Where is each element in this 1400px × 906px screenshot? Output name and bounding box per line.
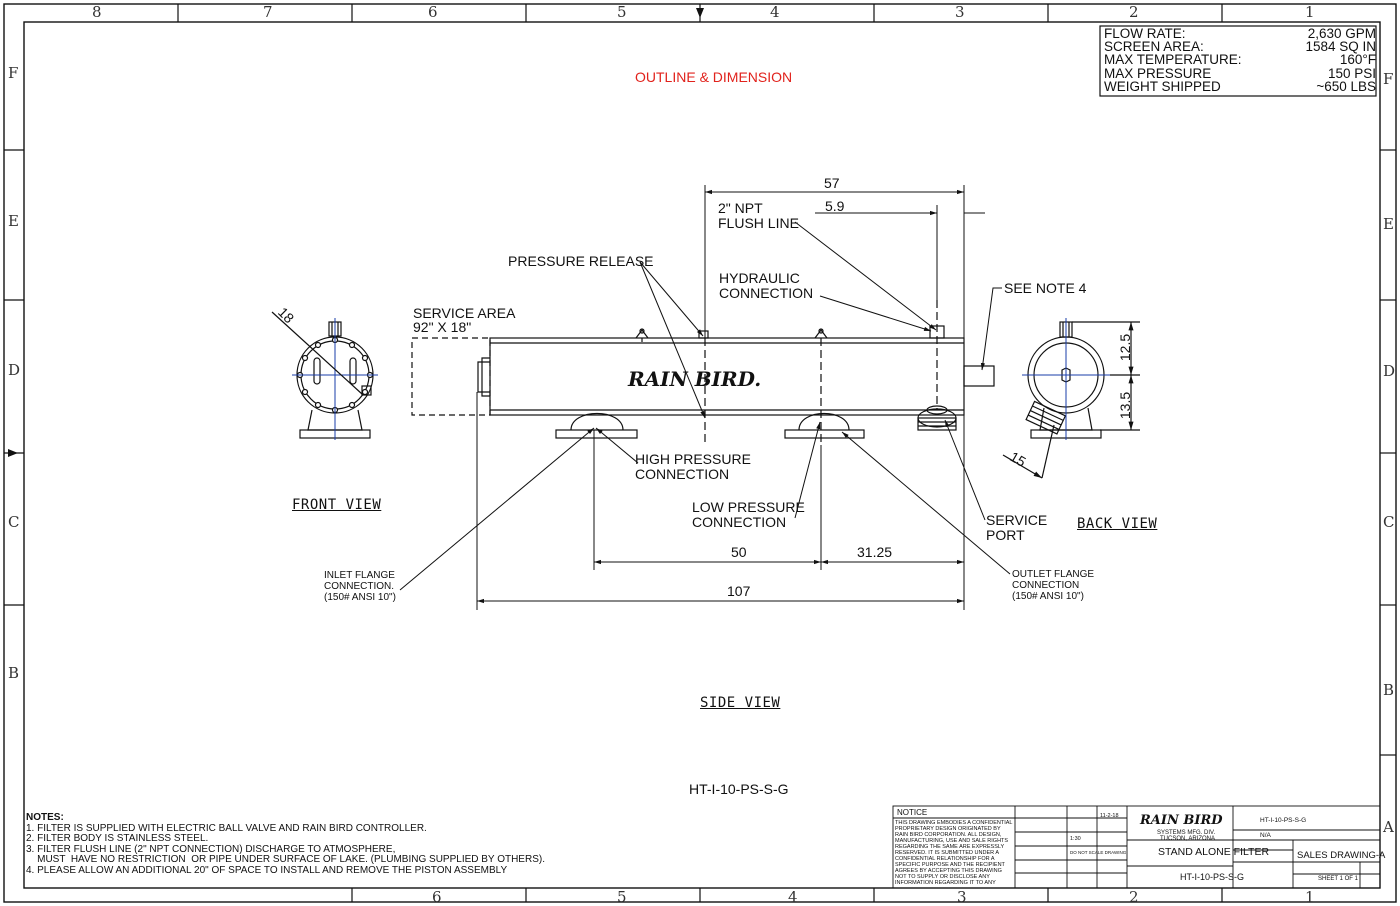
zone-top-4: 4 [770, 3, 780, 21]
callout-service-port-2: PORT [986, 527, 1025, 543]
zone-left-c: C [8, 513, 20, 531]
zone-bottom-1: 1 [1305, 888, 1315, 906]
title-block-grid [892, 805, 1381, 889]
view-title-side: SIDE VIEW [700, 695, 781, 711]
zone-top-1: 1 [1305, 3, 1315, 21]
callout-flush-line-2: FLUSH LINE [718, 215, 799, 231]
dim-5-9: 5.9 [825, 198, 845, 214]
front-view-drawing [271, 311, 378, 440]
spec-value-flow: 2,630 GPM [1307, 26, 1376, 41]
zone-bottom-3: 3 [957, 888, 967, 906]
callout-low-pressure-2: CONNECTION [692, 514, 787, 530]
notes-title: NOTES: [26, 812, 64, 823]
tb-title: STAND ALONE FILTER [1158, 846, 1270, 858]
callout-inlet-1: INLET FLANGE [324, 570, 395, 581]
callout-outlet-3: (150# ANSI 10") [1012, 591, 1084, 602]
tb-do-not-scale: DO NOT SCALE DRAWING [1070, 850, 1127, 855]
spec-value-weight: ~650 LBS [1316, 79, 1376, 94]
dim-13-5: 13.5 [1117, 391, 1134, 420]
zone-ticks [4, 4, 1396, 902]
center-marks [8, 8, 704, 457]
zone-right-c: C [1383, 513, 1395, 531]
zone-bottom-4: 4 [788, 888, 798, 906]
zone-top-6: 6 [428, 3, 438, 21]
spec-label-weight: WEIGHT SHIPPED [1104, 79, 1221, 94]
callout-flush-line-1: 2" NPT [718, 200, 763, 216]
callout-service-port-1: SERVICE [986, 512, 1048, 528]
callout-inlet-3: (150# ANSI 10") [324, 592, 396, 603]
callout-outlet-1: OUTLET FLANGE [1012, 569, 1095, 580]
callout-service-area-2: 92" X 18" [413, 319, 472, 335]
rain-bird-logo-titleblock: RAIN BIRD [1139, 813, 1223, 828]
tb-division-1: SYSTEMS MFG. DIV. [1157, 830, 1216, 836]
spec-value-pressure: 150 PSI [1327, 66, 1376, 81]
spec-value-temp: 160°F [1339, 52, 1376, 67]
zone-right-b: B [1383, 681, 1395, 699]
callout-service-area-1: SERVICE AREA [413, 305, 516, 321]
zone-top-7: 7 [263, 3, 273, 21]
dimension-lines [399, 185, 1011, 610]
zone-left-f: F [8, 64, 19, 82]
dim-50: 50 [731, 544, 747, 560]
zone-left-b: B [8, 664, 20, 682]
tb-date: 11-2-18 [1100, 813, 1119, 819]
callout-pressure-release: PRESSURE RELEASE [508, 253, 654, 269]
callout-inlet-2: CONNECTION. [324, 581, 394, 592]
note-3: 3. FILTER FLUSH LINE (2" NPT CONNECTION)… [26, 843, 396, 855]
callout-hydraulic-2: CONNECTION [719, 285, 814, 301]
zone-right-d: D [1383, 362, 1396, 380]
zone-bottom-6: 6 [432, 888, 442, 906]
tb-drawing-number: SALES DRAWING-A [1297, 850, 1386, 861]
zone-top-5: 5 [617, 3, 627, 21]
callout-see-note-4: SEE NOTE 4 [1004, 280, 1087, 296]
note-3-cont: MUST HAVE NO RESTRICTION OR PIPE UNDER S… [26, 854, 545, 866]
tb-division-2: TUCSON, ARIZONA [1160, 836, 1216, 842]
dim-57: 57 [824, 175, 840, 191]
zone-bottom-2: 2 [1129, 888, 1139, 906]
brand-logo-text: RAIN BIRD. [627, 367, 761, 391]
zone-bottom-5: 5 [617, 888, 627, 906]
tb-notice-text: THIS DRAWING EMBODIES A CONFIDENTIAL PRO… [895, 820, 1013, 886]
zone-left-d: D [8, 361, 21, 379]
spec-label-screen: SCREEN AREA: [1104, 39, 1204, 54]
dim-31-25: 31.25 [857, 544, 893, 560]
note-4: 4. PLEASE ALLOW AN ADDITIONAL 20" OF SPA… [26, 864, 508, 876]
zone-top-2: 2 [1129, 3, 1139, 21]
zone-left-e: E [8, 212, 19, 230]
dim-107: 107 [727, 583, 751, 599]
view-title-back: BACK VIEW [1077, 516, 1158, 532]
callout-low-pressure-1: LOW PRESSURE [692, 499, 805, 515]
tb-model: HT-I-10-PS-S-G [1180, 872, 1245, 882]
zone-top-8: 8 [92, 3, 102, 21]
tb-part-name: HT-I-10-PS-S-G [1260, 817, 1307, 824]
spec-label-temp: MAX TEMPERATURE: [1104, 52, 1242, 67]
spec-value-screen: 1584 SQ IN [1305, 39, 1376, 54]
note-1: 1. FILTER IS SUPPLIED WITH ELECTRIC BALL… [26, 822, 427, 834]
side-view-drawing [411, 300, 995, 445]
drawing-heading: OUTLINE & DIMENSION [635, 69, 793, 85]
zone-right-e: E [1383, 215, 1394, 233]
callout-high-pressure-1: HIGH PRESSURE [635, 451, 751, 467]
model-number-center: HT-I-10-PS-S-G [689, 781, 789, 797]
zone-right-a: A [1383, 818, 1394, 836]
spec-label-flow: FLOW RATE: [1104, 26, 1186, 41]
tb-notice-label: NOTICE [897, 808, 928, 817]
spec-label-pressure: MAX PRESSURE [1104, 66, 1212, 81]
tb-part-no: N/A [1260, 832, 1271, 839]
zone-top-3: 3 [955, 3, 965, 21]
callout-hydraulic-1: HYDRAULIC [719, 270, 800, 286]
notes-block: NOTES: 1. FILTER IS SUPPLIED WITH ELECTR… [26, 812, 545, 877]
callout-high-pressure-2: CONNECTION [635, 466, 730, 482]
spec-box [1099, 25, 1377, 97]
zone-right-f: F [1383, 70, 1394, 88]
note-2: 2. FILTER BODY IS STAINLESS STEEL. [26, 833, 209, 845]
tb-sheet: SHEET 1 OF 1 [1318, 876, 1358, 882]
view-title-front: FRONT VIEW [292, 497, 382, 513]
rain-bird-logo-side: RAIN BIRD. [627, 367, 761, 391]
back-view-drawing [1002, 318, 1140, 479]
dim-12-5: 12.5 [1117, 333, 1134, 362]
tb-scale: 1:30 [1070, 836, 1081, 842]
callout-outlet-2: CONNECTION [1012, 580, 1080, 591]
